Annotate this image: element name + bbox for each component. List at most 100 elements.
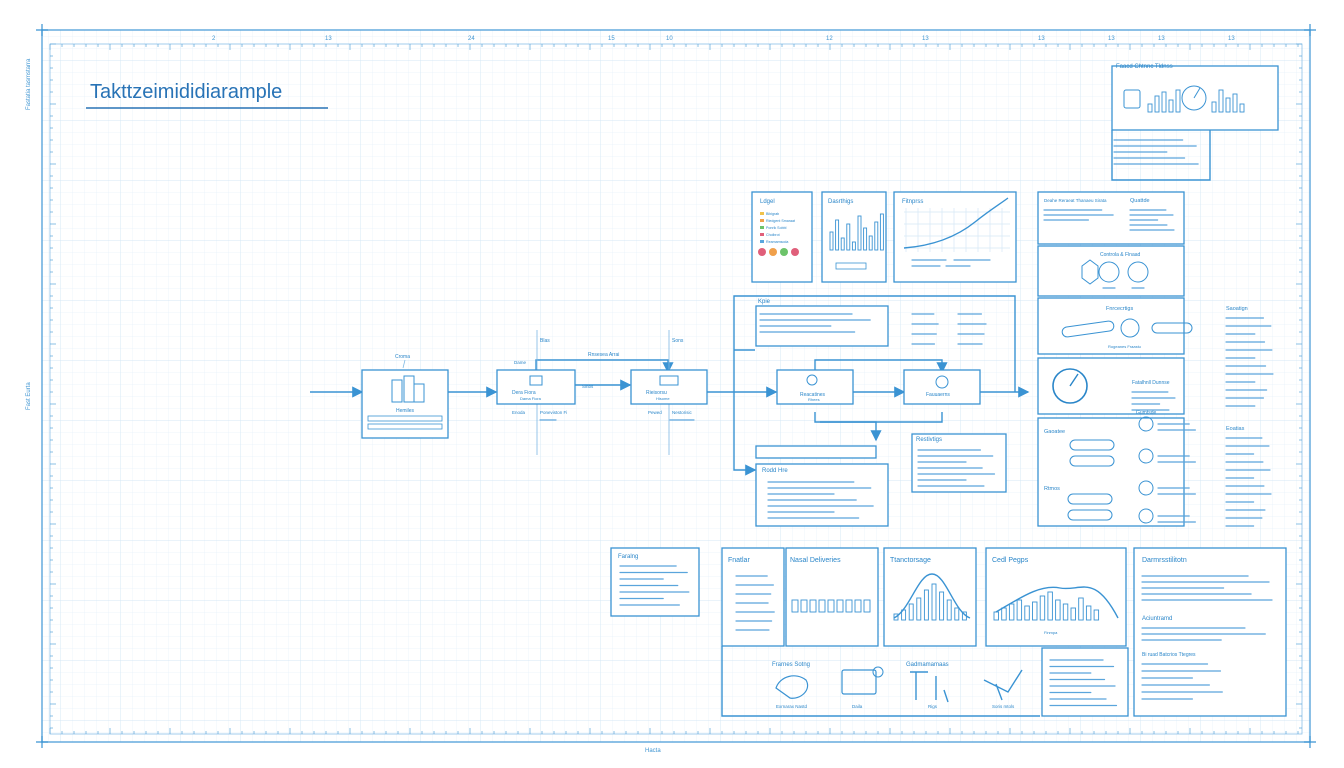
distribution-panel: Dasrthigs xyxy=(821,191,887,283)
settings-panel: Faralng xyxy=(610,547,700,617)
forecast-panel: Fatalhnll Dunnse xyxy=(1037,357,1185,415)
summary-panel: Darmrsstilitotn Aciuntramd Bi ruad Batcr… xyxy=(1133,547,1287,717)
svg-text:Ttanctorsage: Ttanctorsage xyxy=(890,557,931,564)
bar xyxy=(845,599,853,613)
svg-text:Gaoatee: Gaoatee xyxy=(1044,429,1065,435)
svg-text:Bi ruad Batcrios Ttegres: Bi ruad Batcrios Ttegres xyxy=(1142,652,1196,658)
bar xyxy=(827,599,835,613)
svg-text:Riedgent Smaraat: Riedgent Smaraat xyxy=(766,219,795,223)
bar xyxy=(1024,605,1030,621)
bar xyxy=(874,221,879,251)
bar xyxy=(1154,95,1160,113)
bar xyxy=(916,597,922,621)
bar xyxy=(1211,101,1217,113)
svg-text:Daila: Daila xyxy=(852,704,863,709)
bar xyxy=(1062,603,1069,621)
svg-text:Soris mtols: Soris mtols xyxy=(992,704,1015,709)
svg-text:Rtmos: Rtmos xyxy=(1044,486,1060,492)
bar xyxy=(818,599,826,613)
bar xyxy=(836,599,844,613)
inner-border xyxy=(49,43,1303,735)
ruler-label: 15 xyxy=(608,36,615,42)
bar xyxy=(1078,597,1084,621)
left-side-label: Fast Eurta xyxy=(26,382,32,410)
bar xyxy=(1008,603,1015,621)
ruler-ticks xyxy=(36,24,1316,748)
svg-text:Ponrik Sobbl: Ponrik Sobbl xyxy=(766,226,787,230)
arrow-label-mid: Sinbs xyxy=(582,384,594,389)
ruler-label: 13 xyxy=(1158,36,1165,42)
svg-text:Faacd Chtnnc Tldnss: Faacd Chtnnc Tldnss xyxy=(1116,64,1173,70)
bar xyxy=(931,583,937,621)
bar xyxy=(1168,99,1174,113)
progress-panel: Fitnprss xyxy=(893,191,1017,283)
svg-text:Controla & Flnaad: Controla & Flnaad xyxy=(1100,252,1141,258)
svg-text:Gumtsde: Gumtsde xyxy=(1136,410,1157,416)
bar xyxy=(879,213,884,251)
bar xyxy=(1039,595,1046,621)
svg-text:Bibigrab: Bibigrab xyxy=(766,212,779,216)
bar xyxy=(1070,607,1076,621)
node-2-sub: Dama Fiora xyxy=(520,396,542,401)
node-5-label: Fauuaerns xyxy=(926,392,950,398)
node-4-sub: Rhees xyxy=(808,397,820,402)
svg-text:Kpie: Kpie xyxy=(758,299,771,305)
bar xyxy=(800,599,808,613)
svg-text:Nasal Deliveries: Nasal Deliveries xyxy=(790,557,841,564)
svg-text:Frarnes Sotng: Frarnes Sotng xyxy=(772,662,810,668)
svg-text:Ldgel: Ldgel xyxy=(760,199,775,205)
ruler-label: 24 xyxy=(468,36,475,42)
bar xyxy=(854,599,862,613)
ruler-label: 13 xyxy=(1038,36,1045,42)
page-title: Takttzeimididiarample xyxy=(90,81,282,103)
svg-text:Cedl Pegps: Cedl Pegps xyxy=(992,557,1029,564)
ruler-label: 13 xyxy=(325,36,332,42)
bottom-tools: Frarnes Sotng Gadmamamaas Exrnarax Nastd… xyxy=(721,646,1129,717)
sheet-border xyxy=(41,29,1311,743)
node-3-above: Sons xyxy=(672,338,684,344)
bar xyxy=(1232,93,1238,113)
corner-mark xyxy=(1304,24,1316,36)
svg-text:Finmpa: Finmpa xyxy=(1044,630,1058,635)
node-1-label: Hemiles xyxy=(396,408,415,414)
detail-panel: Kpie xyxy=(755,299,987,347)
distribution-bars xyxy=(829,213,884,251)
node-2-above: Blas xyxy=(540,338,550,344)
bar xyxy=(851,241,856,251)
bar xyxy=(1218,89,1224,113)
node-2-below-right: Poneviston Fi xyxy=(540,410,567,415)
bar xyxy=(1055,599,1061,621)
right-note-1: Saoatign xyxy=(1225,306,1274,407)
bar xyxy=(863,227,868,251)
process-flow: Hemiles Croma Dera Fiora Dama Fiora Blas… xyxy=(310,295,1030,476)
bar xyxy=(829,231,834,251)
ruler-label: 12 xyxy=(826,36,833,42)
node-3-below-right: Nestorisic xyxy=(672,410,693,415)
trend2-panel: Cedl Pegps Finmpa xyxy=(985,547,1127,647)
ruler-label: 13 xyxy=(1228,36,1235,42)
bar xyxy=(893,613,899,621)
bar xyxy=(791,599,799,613)
bar xyxy=(1147,103,1153,113)
corner-mark xyxy=(36,24,48,36)
svg-text:Fitnprss: Fitnprss xyxy=(902,199,923,205)
left-side-label: Fastatia tasmstarra xyxy=(26,58,32,110)
right-note-2: Eoatias xyxy=(1225,426,1272,527)
node-2-label: Dera Fiora xyxy=(512,390,536,396)
svg-text:Dasrthigs: Dasrthigs xyxy=(828,199,853,205)
process-node-1[interactable] xyxy=(361,369,449,439)
ruler-label: 13 xyxy=(1108,36,1115,42)
top-ruler-labels: 2 13 24 15 10 12 13 13 13 13 13 xyxy=(212,36,1235,42)
legend-panel: Ldgel Bibigrab Riedgent Smaraat Ponrik S… xyxy=(751,191,813,283)
corner-mark xyxy=(1304,736,1316,748)
svg-text:Fnatlar: Fnatlar xyxy=(728,557,750,564)
bottom-ruler-label: Hacta xyxy=(645,748,661,754)
svg-text:Darmrsstilitotn: Darmrsstilitotn xyxy=(1142,557,1187,564)
node-3-label: Rieisorsu xyxy=(646,390,667,396)
bar xyxy=(939,591,945,621)
bar xyxy=(846,223,851,251)
svg-text:Exrnarax Nastd: Exrnarax Nastd xyxy=(776,704,808,709)
bar xyxy=(1093,609,1100,621)
process-node-5[interactable] xyxy=(903,369,981,405)
gauge-side-panel: Gaoatee Rtmos Gumtsde xyxy=(1037,410,1196,527)
